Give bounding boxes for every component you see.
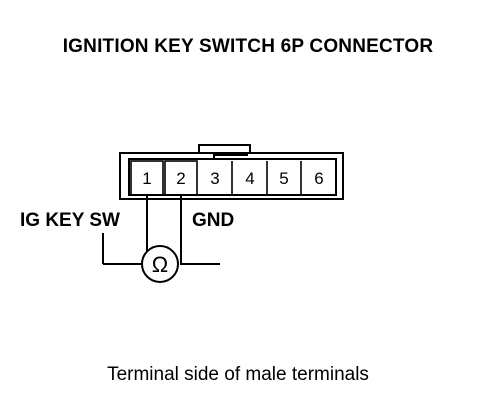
pin-number-3: 3 <box>210 169 219 188</box>
pin-number-6: 6 <box>314 169 323 188</box>
locking-tab-inner <box>213 153 248 159</box>
diagram-title: IGNITION KEY SWITCH 6P CONNECTOR <box>62 36 434 57</box>
pin-number-4: 4 <box>245 169 254 188</box>
pin-number-5: 5 <box>279 169 288 188</box>
label-gnd: GND <box>192 210 234 231</box>
locking-tab <box>198 144 251 153</box>
pin-number-1: 1 <box>142 169 151 188</box>
wire-gnd <box>180 195 220 265</box>
housing-outer <box>119 152 344 200</box>
diagram-caption: Terminal side of male terminals <box>107 364 369 385</box>
ohmmeter-icon: Ω <box>141 245 179 283</box>
ohm-symbol: Ω <box>152 252 168 277</box>
label-ig-key-sw: IG KEY SW <box>20 210 120 231</box>
pin-number-2: 2 <box>176 169 185 188</box>
